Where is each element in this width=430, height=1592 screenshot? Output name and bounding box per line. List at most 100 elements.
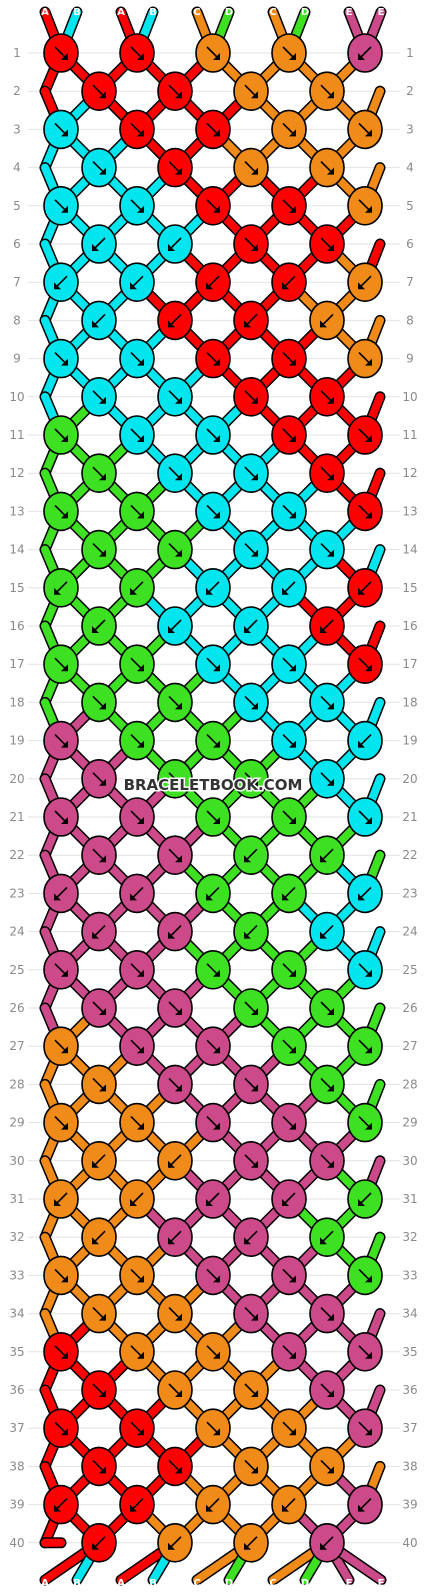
row-number-left: 40 (9, 1536, 24, 1550)
row-number-right: 25 (402, 963, 417, 977)
arrow-down-left-icon (244, 925, 258, 939)
arrow-down-right-icon (168, 1001, 182, 1015)
arrow-down-right-icon (320, 84, 334, 99)
knot (233, 988, 269, 1028)
arrow-down-right-icon (168, 848, 182, 863)
knot (271, 797, 307, 837)
knot (309, 1523, 345, 1563)
arrow-down-right-icon (320, 390, 334, 404)
top-strand-label: A (41, 7, 49, 18)
knot (309, 835, 345, 876)
knot (195, 720, 231, 761)
arrow-down-right-icon (92, 772, 106, 786)
row-number-left: 12 (9, 466, 24, 480)
arrow-down-right-icon (244, 237, 258, 251)
row-number-left: 17 (9, 657, 24, 671)
knot (233, 529, 269, 570)
knot (43, 797, 79, 837)
arrow-down-left-icon (358, 581, 372, 595)
arrow-down-right-icon (130, 657, 144, 672)
knot (271, 109, 307, 150)
arrow-down-left-icon (168, 1154, 182, 1168)
arrow-down-left-icon (282, 886, 296, 901)
arrow-down-left-icon (320, 1230, 334, 1245)
knot (233, 147, 269, 188)
knot (347, 338, 383, 379)
row-number-left: 32 (9, 1230, 24, 1244)
arrow-down-right-icon (206, 122, 220, 137)
knot (119, 415, 155, 455)
row-number-right: 2 (406, 84, 414, 98)
knot (233, 606, 269, 646)
row-number-left: 31 (9, 1192, 24, 1206)
row-number-right: 21 (402, 810, 417, 824)
arrow-down-right-icon (282, 352, 296, 366)
arrow-down-right-icon (206, 1268, 220, 1283)
arrow-down-left-icon (130, 1498, 144, 1512)
knot (195, 873, 231, 914)
arrow-down-right-icon (130, 199, 144, 213)
knot (309, 682, 345, 723)
knot (309, 988, 345, 1028)
arrow-down-right-icon (282, 1116, 296, 1130)
row-number-right: 40 (402, 1536, 417, 1550)
knot (43, 262, 79, 303)
row-number-right: 6 (406, 237, 414, 251)
knot (43, 1026, 79, 1066)
knot (81, 758, 117, 799)
knot (309, 71, 345, 111)
knot (347, 1408, 383, 1448)
knot (43, 338, 79, 379)
arrow-down-right-icon (206, 657, 220, 672)
knot (157, 529, 193, 570)
knot (309, 300, 345, 341)
arrow-down-left-icon (206, 1498, 220, 1512)
knot (157, 1370, 193, 1410)
knot (347, 797, 383, 837)
arrow-down-right-icon (244, 1001, 258, 1015)
knot (119, 797, 155, 837)
row-number-right: 15 (402, 581, 417, 595)
knot (347, 1484, 383, 1525)
top-strand-label: B (73, 7, 81, 18)
arrow-down-right-icon (206, 46, 220, 60)
arrow-down-right-icon (320, 1307, 334, 1321)
knot (195, 1102, 231, 1143)
arrow-down-right-icon (54, 122, 68, 137)
top-strand-label: C (193, 7, 200, 18)
knot (347, 644, 383, 685)
arrow-down-right-icon (320, 1154, 334, 1168)
arrow-down-right-icon (320, 543, 334, 557)
row-number-right: 8 (406, 313, 414, 327)
arrow-down-right-icon (130, 963, 144, 977)
knot (157, 606, 193, 646)
knot (271, 949, 307, 990)
bottom-strand-label: A (117, 1578, 125, 1589)
knot (271, 33, 307, 73)
knot (43, 1179, 79, 1219)
bottom-strand-label: D (301, 1578, 309, 1589)
knot (81, 1217, 117, 1257)
knot (157, 1217, 193, 1257)
arrow-down-right-icon (130, 1421, 144, 1436)
arrow-down-left-icon (282, 1498, 296, 1512)
knot (309, 224, 345, 264)
knot (309, 1446, 345, 1487)
arrow-down-right-icon (244, 543, 258, 557)
row-number-right: 29 (402, 1116, 417, 1130)
arrow-down-right-icon (282, 46, 296, 60)
row-number-left: 4 (13, 161, 21, 175)
knot (119, 1484, 155, 1525)
row-number-right: 37 (402, 1421, 417, 1435)
row-number-left: 25 (9, 963, 24, 977)
arrow-down-right-icon (92, 390, 106, 404)
arrow-down-right-icon (244, 1459, 258, 1474)
row-number-left: 22 (9, 848, 24, 862)
row-number-left: 37 (9, 1421, 24, 1435)
arrow-down-left-icon (54, 1192, 68, 1206)
arrow-down-left-icon (206, 581, 220, 595)
arrow-down-left-icon (168, 1230, 182, 1245)
knot (309, 1064, 345, 1105)
knot (271, 1102, 307, 1143)
arrow-down-right-icon (282, 734, 296, 748)
